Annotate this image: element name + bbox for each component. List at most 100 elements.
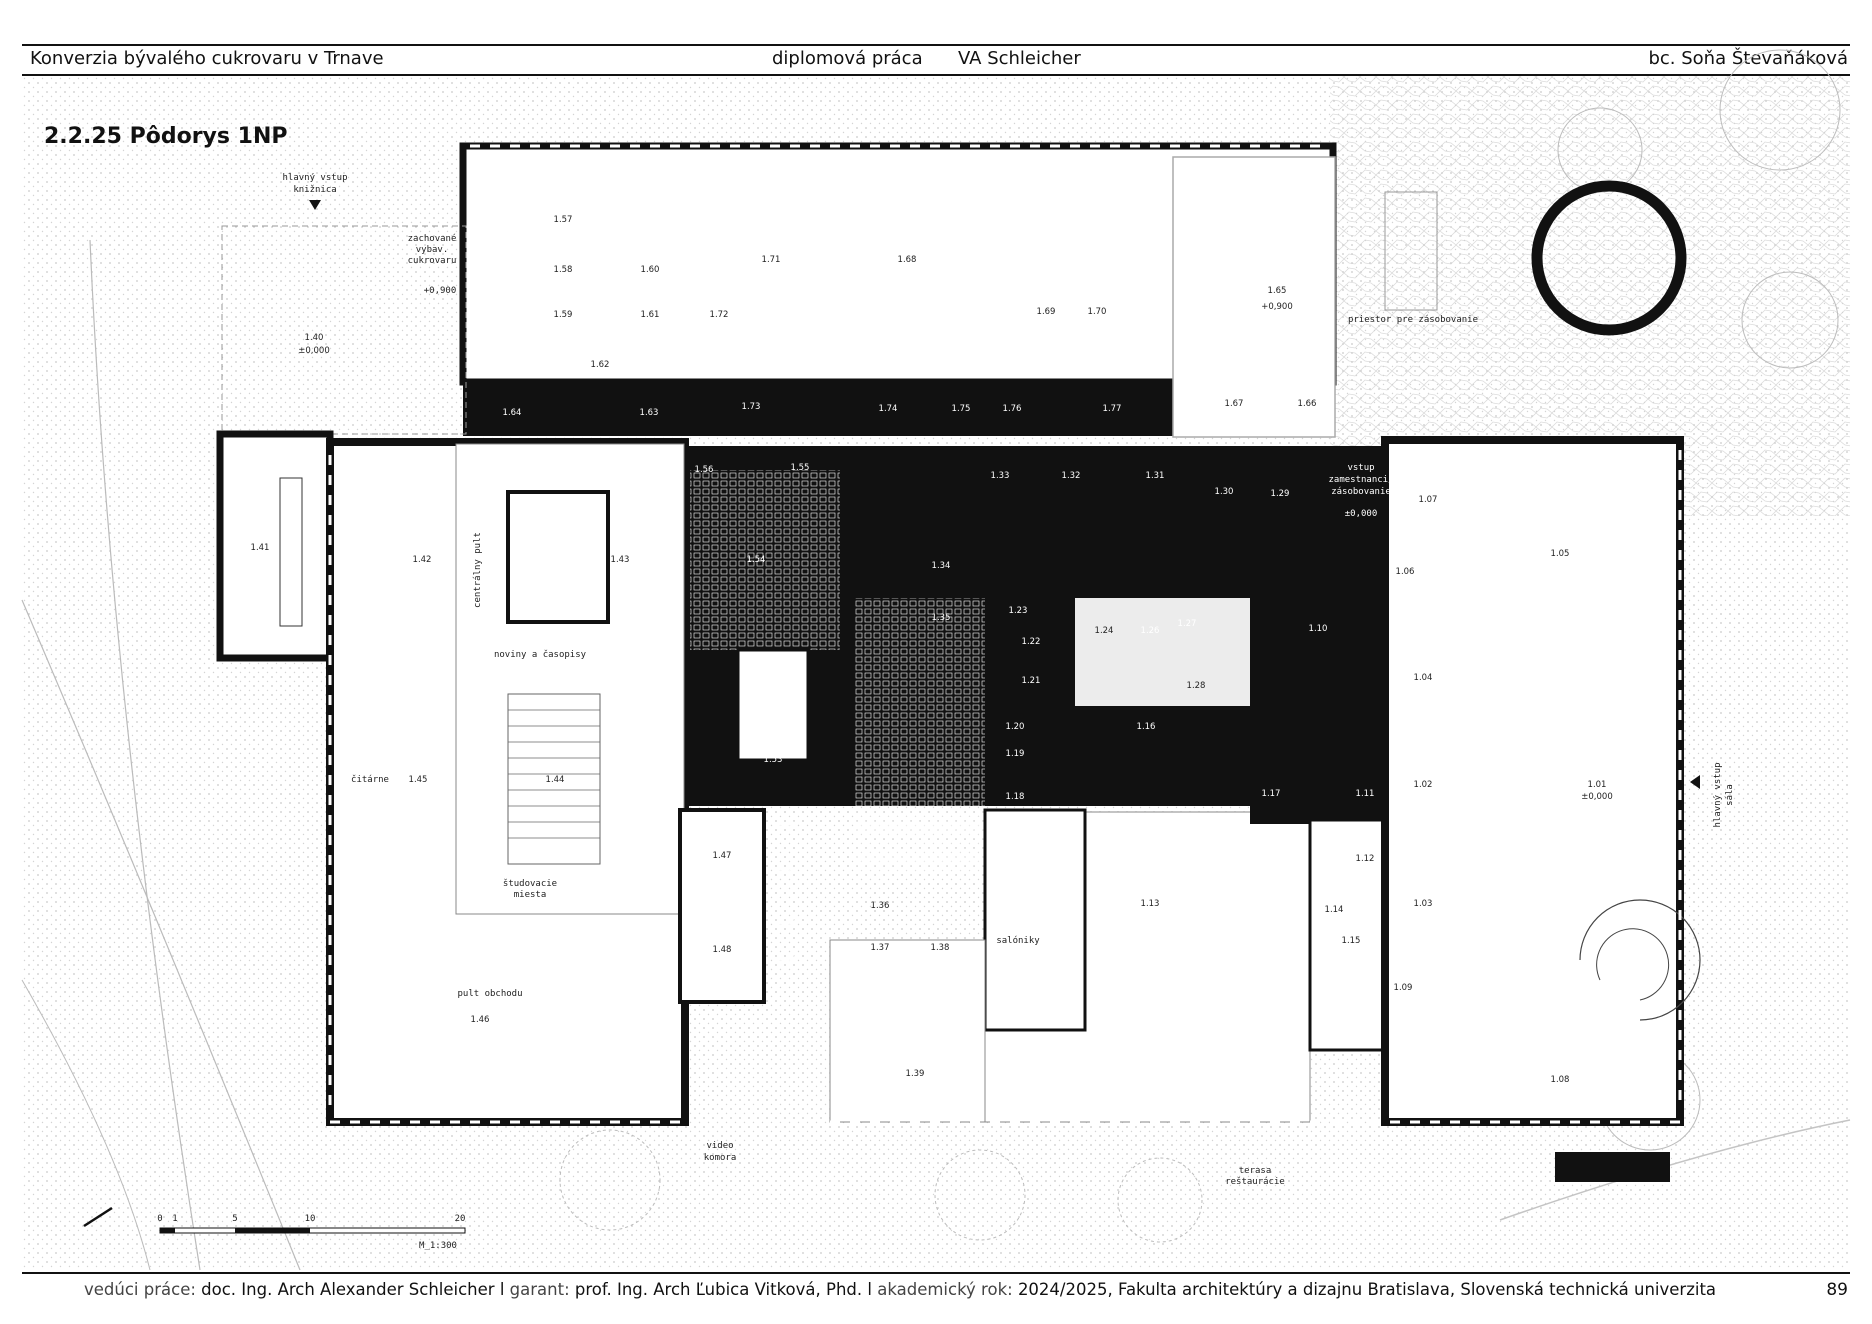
label-terrace-2: reštaurácie [1225,1176,1285,1187]
room-1-67: 1.67 [1225,399,1244,409]
tiered-seating-steps [508,709,600,839]
label-staff-entrance-1: vstup [1347,463,1374,473]
room-1-34: 1.34 [932,561,951,571]
room-1-23: 1.23 [1009,606,1028,616]
room-1-69: 1.69 [1037,307,1056,317]
room-1-01-level: ±0,000 [1581,792,1612,802]
label-video-1: video [706,1141,733,1151]
room-1-24: 1.24 [1095,626,1114,636]
east-service-dark [1250,602,1385,824]
header-author: bc. Soňa Števaňáková [1648,48,1848,69]
room-1-42: 1.42 [413,555,432,565]
header-document-type: diplomová práca [772,48,923,69]
room-1-10: 1.10 [1309,624,1328,634]
label-shop-counter: pult obchodu [457,989,522,999]
room-1-40: 1.40 [305,333,324,343]
room-1-50: 1.50 [778,919,797,929]
label-main-entrance-hall-2: sála [1725,784,1735,806]
entrance-arrow-hall [1690,775,1700,789]
label-central-desk: centrálny pult [473,532,483,608]
label-main-entrance-library-1: hlavný vstup [282,173,347,183]
road-edge [21,979,151,1271]
room-1-22: 1.22 [1022,637,1041,647]
room-1-73: 1.73 [742,402,761,412]
silo-ring [1531,180,1687,336]
room-1-62: 1.62 [591,360,610,370]
room-1-43: 1.43 [611,555,630,565]
north-east-annex [1172,156,1336,438]
room-1-35: 1.35 [932,613,951,623]
kitchen-white-area [1075,598,1250,706]
room-1-72: 1.72 [710,310,729,320]
room-1-66: 1.66 [1298,399,1317,409]
room-1-32: 1.32 [1062,471,1081,481]
room-1-54: 1.54 [747,555,766,565]
label-level-0900: +0,900 [424,286,457,296]
room-1-58: 1.58 [554,265,573,275]
spiral-stair-inner [1596,928,1670,1001]
room-1-52: 1.52 [778,821,797,831]
room-1-49: 1.49 [778,955,797,965]
rail-track [1499,1119,1851,1221]
page-title: 2.2.25 Pôdorys 1NP [44,124,288,149]
window-bands [328,144,1682,1124]
room-1-11: 1.11 [1356,789,1375,799]
room-1-19: 1.19 [1006,749,1025,759]
room-1-36: 1.36 [871,901,890,911]
label-main-entrance-library-2: knižnica [293,185,336,195]
auditorium-seating [690,470,840,650]
road-curve-inner [89,239,201,1271]
room-1-77: 1.77 [1103,404,1122,414]
label-video-2: komora [704,1153,737,1163]
room-1-15: 1.15 [1342,936,1361,946]
room-1-26: 1.26 [1141,626,1160,636]
room-1-55: 1.55 [791,463,810,473]
lobby-1-39 [829,939,986,1123]
footer-academic-year-label: akademický rok: [877,1280,1013,1299]
footer-line [22,1272,1850,1274]
room-1-02: 1.02 [1414,780,1433,790]
footer-supervisor-label: vedúci práce: [84,1280,196,1299]
room-1-03: 1.03 [1414,899,1433,909]
stair-wing [216,430,334,662]
header-supervisor-studio: VA Schleicher [958,48,1081,69]
room-1-53: 1.53 [764,755,783,765]
room-1-68: 1.68 [898,255,917,265]
room-1-28: 1.28 [1187,681,1206,691]
room-1-27: 1.27 [1178,619,1197,629]
scale-tick-20: 20 [455,1214,466,1224]
room-1-20: 1.20 [1006,722,1025,732]
footer-credits: vedúci práce: doc. Ing. Arch Alexander S… [84,1280,1716,1299]
header-top-line [22,44,1850,46]
room-1-06: 1.06 [1396,567,1415,577]
page-number: 89 [1826,1280,1848,1300]
footer-guarantor-label: garant: [509,1280,570,1299]
room-1-63: 1.63 [640,408,659,418]
room-1-44: 1.44 [546,775,565,785]
room-1-29: 1.29 [1271,489,1290,499]
room-1-21: 1.21 [1022,676,1041,686]
room-1-64: 1.64 [503,408,522,418]
room-1-07: 1.07 [1419,495,1438,505]
room-1-38: 1.38 [931,943,950,953]
room-1-57: 1.57 [554,215,573,225]
label-newspapers: noviny a časopisy [494,649,587,660]
road-curve [21,599,301,1271]
room-1-18: 1.18 [1006,792,1025,802]
footer-academic-year: 2024/2025, Fakulta architektúry a dizajn… [1017,1280,1717,1299]
footer-guarantor: prof. Ing. Arch Ľubica Vitková, Phd. [574,1280,863,1299]
room-labels: 1.01 ±0,000 1.02 1.03 1.04 1.05 1.06 1.0… [251,215,1613,1085]
room-1-61: 1.61 [641,310,660,320]
room-1-12: 1.12 [1356,854,1375,864]
room-1-05: 1.05 [1551,549,1570,559]
stair-core [736,648,810,762]
label-study-places-2: miesta [514,890,547,900]
spiral-stair [1579,899,1701,1021]
annotation-labels: hlavný vstup knižnica zachované vybav. c… [282,173,1735,1187]
label-reading-rooms: čitárne [351,774,389,785]
room-1-47: 1.47 [713,851,732,861]
room-1-41: 1.41 [251,543,270,553]
room-1-56: 1.56 [695,465,714,475]
room-1-33: 1.33 [991,471,1010,481]
